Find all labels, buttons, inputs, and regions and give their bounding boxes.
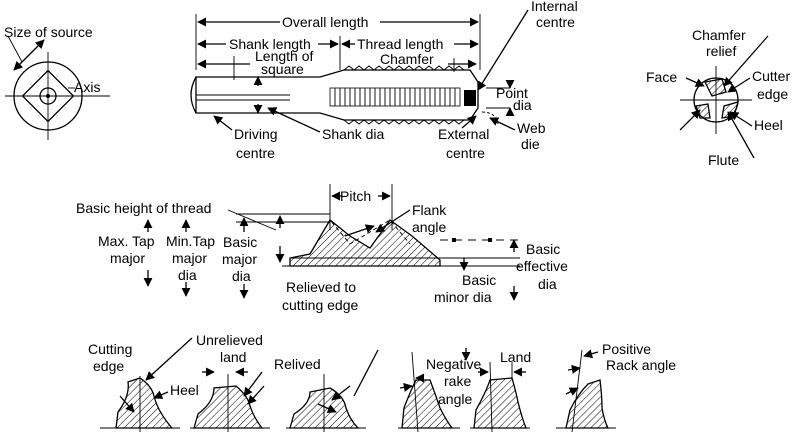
tooth-profile-5: Land [470,349,531,433]
axis-label: Axis [74,79,100,95]
thread-profile: Pitch Basic height of thread Flank angle… [76,184,568,313]
point-dia-label-2: dia [513,97,532,113]
cutting-edge-label-2: edge [93,358,124,374]
positive-rake-label-2: Rack angle [606,357,676,373]
chamfer-relief-label-1: Chamfer [692,27,746,43]
negative-rake-label-1: Negative [426,356,481,372]
negative-rake-label-3: angle [438,391,472,407]
basic-major-label-1: Basic [223,234,257,250]
max-tap-major-label-1: Max. Tap [98,233,155,249]
point-dia-label-1: Point [496,85,528,101]
driving-centre-label-2: centre [236,145,275,161]
positive-rake-label-1: Positive [602,341,651,357]
end-view: Size of source Axis [4,24,110,140]
length-of-square-label-2: square [261,61,304,77]
basic-major-label-3: dia [232,268,251,284]
shank-dia-label: Shank dia [322,126,384,142]
driving-centre-label-1: Driving [234,126,278,142]
internal-centre-label-2: centre [536,14,575,30]
face-label: Face [646,69,677,85]
overall-length-label: Overall length [282,14,368,30]
shank-length-label: Shank length [229,36,311,52]
thread-length-label: Thread length [357,36,443,52]
tap-cross-section: Chamfer relief Face Cutter edge Heel Flu… [646,27,790,168]
land-label: Land [500,349,531,365]
internal-centre-label-1: Internal [531,0,578,14]
chamfer-relief-label-2: relief [706,43,736,59]
cutter-edge-label-2: edge [757,86,788,102]
negative-rake-label-2: rake [444,373,471,389]
tooth-profile-4: Negative rake angle [398,348,481,433]
basic-effective-label-3: dia [538,276,557,292]
tooth-profile-2: Unrelieved land Relived [190,332,321,432]
cutter-edge-label-1: Cutter [752,68,790,84]
flute-label: Flute [708,152,739,168]
unrelieved-label-1: Unrelieved [196,332,263,348]
flank-angle-label-2: angle [412,219,446,235]
external-centre-label-2: centre [446,145,485,161]
size-of-source-label: Size of source [4,24,93,40]
heel-2-label: Heel [170,382,199,398]
web-die-label-2: die [521,136,540,152]
flank-angle-label-1: Flank [412,202,447,218]
relieved-label-2: cutting edge [282,297,358,313]
basic-height-label: Basic height of thread [76,200,211,216]
length-of-square-label-1: Length of [255,48,313,64]
min-tap-major-label-2: major [172,250,207,266]
chamfer-label: Chamfer [380,51,434,67]
tooth-profile-1: Cutting edge Heel [88,337,199,432]
basic-effective-label-1: Basic [526,241,560,257]
unrelieved-label-2: land [220,349,246,365]
web-die-label-1: Web [517,120,546,136]
pitch-label: Pitch [340,188,371,204]
tooth-profile-3 [286,349,379,432]
basic-major-label-2: major [222,251,257,267]
heel-label: Heel [754,117,783,133]
tooth-profile-6: Positive Rack angle [556,341,676,433]
cutting-edge-label-1: Cutting [88,341,132,357]
relived-label: Relived [274,356,321,372]
thread-teeth [329,65,476,125]
external-centre-label-1: External [438,126,489,142]
min-tap-major-label-1: Min.Tap [166,233,215,249]
basic-effective-label-2: effective [516,258,568,274]
min-tap-major-label-3: dia [178,267,197,283]
basic-minor-label-2: minor dia [434,289,492,305]
relieved-label-1: Relieved to [286,279,356,295]
tap-side-view: Overall length Shank length Thread lengt… [190,0,578,161]
max-tap-major-label-2: major [110,250,145,266]
basic-minor-label-1: Basic [462,272,496,288]
